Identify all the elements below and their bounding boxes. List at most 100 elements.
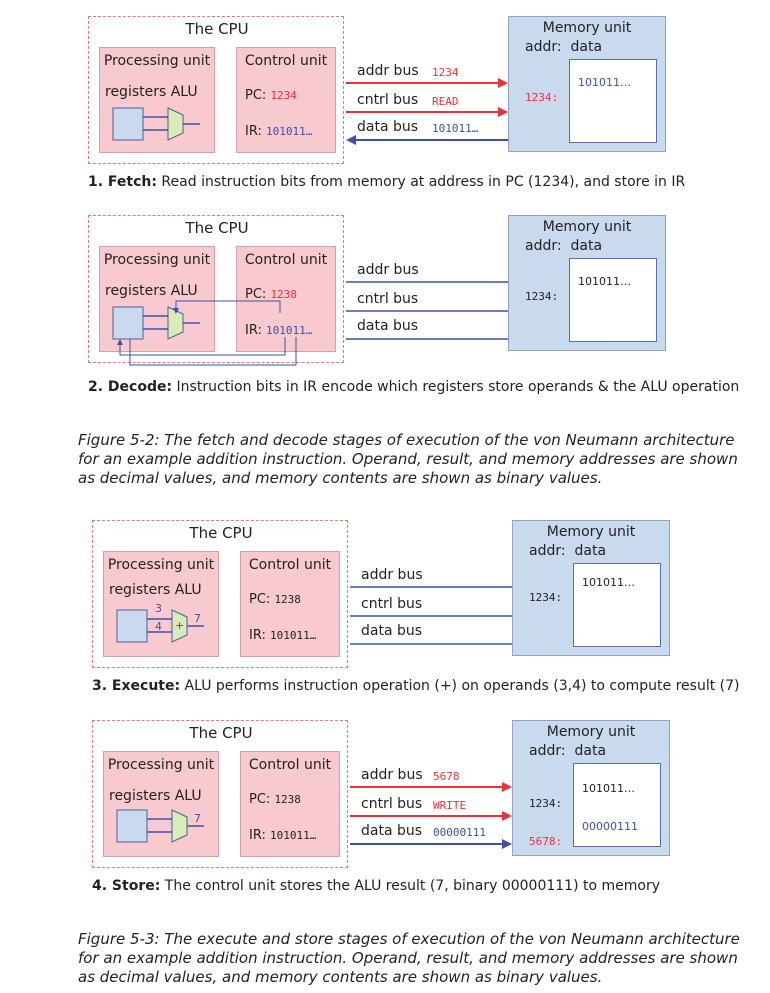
alu-output: 7 bbox=[194, 812, 201, 825]
pc-value: 1234 bbox=[270, 89, 297, 102]
memory-header: addr: data bbox=[525, 238, 603, 254]
ir-register: IR: 101011… bbox=[249, 628, 317, 643]
addr-bus-value: 5678 bbox=[433, 770, 460, 783]
addr-bus-label: addr bus bbox=[357, 63, 419, 79]
registers-alu-label: registers ALU bbox=[105, 84, 198, 100]
cpu-title: The CPU bbox=[185, 219, 249, 237]
memory-header: addr: data bbox=[525, 39, 603, 55]
memory-header: addr: data bbox=[529, 543, 607, 559]
execute-caption: 3. Execute: ALU performs instruction ope… bbox=[92, 678, 740, 694]
memory-address: 1234: bbox=[525, 91, 559, 104]
cpu-title: The CPU bbox=[185, 20, 249, 38]
pc-value: 1238 bbox=[274, 793, 301, 806]
control-unit: Control unit PC: 1234 IR: 101011… bbox=[236, 47, 336, 153]
store-stage: The CPU Processing unit registers ALU Co… bbox=[0, 720, 770, 910]
memory-unit: Memory unit addr: data 101011… 00000111 … bbox=[512, 720, 670, 856]
data-bus-arrow-icon bbox=[346, 135, 356, 145]
cntrl-bus-label: cntrl bus bbox=[361, 596, 423, 612]
pc-value: 1238 bbox=[274, 593, 301, 606]
memory-header: addr: data bbox=[529, 743, 607, 759]
decode-stage: The CPU Processing unit registers ALU Co… bbox=[0, 215, 770, 405]
data-bus-label: data bus bbox=[361, 823, 423, 839]
ir-to-alu-line bbox=[175, 300, 281, 313]
execute-wires bbox=[116, 586, 512, 645]
registers-alu-label: registers ALU bbox=[109, 788, 202, 804]
decode-caption: 2. Decode: Instruction bits in IR encode… bbox=[88, 379, 740, 395]
processing-unit: Processing unit registers ALU bbox=[103, 751, 219, 857]
ir-value: 101011… bbox=[266, 125, 313, 138]
cntrl-bus-arrow-icon bbox=[502, 811, 512, 821]
alu-output: 7 bbox=[194, 612, 201, 625]
pc-register: PC: 1238 bbox=[249, 792, 301, 807]
addr-bus-value: 1234 bbox=[432, 66, 459, 79]
processing-unit-title: Processing unit bbox=[107, 557, 215, 573]
ir-register: IR: 101011… bbox=[249, 828, 317, 843]
memory-unit-title: Memory unit bbox=[542, 219, 632, 235]
fetch-caption: 1. Fetch: Read instruction bits from mem… bbox=[88, 174, 686, 190]
data-bus-label: data bus bbox=[357, 318, 419, 334]
memory-unit-title: Memory unit bbox=[546, 524, 636, 540]
control-unit-title: Control unit bbox=[248, 757, 332, 773]
alu-input-b: 4 bbox=[155, 620, 162, 633]
cpu-title: The CPU bbox=[189, 724, 253, 742]
cntrl-bus-label: cntrl bus bbox=[357, 92, 419, 108]
control-unit-title: Control unit bbox=[244, 252, 328, 268]
processing-unit-title: Processing unit bbox=[103, 53, 211, 69]
register-file-icon bbox=[116, 609, 148, 643]
fetch-stage: The CPU Processing unit registers ALU Co… bbox=[0, 16, 770, 206]
control-unit: Control unit PC: 1238 IR: 101011… bbox=[240, 551, 340, 657]
alu-input-a: 3 bbox=[155, 602, 162, 615]
arrow-down-icon bbox=[173, 308, 179, 314]
memory-address: 5678: bbox=[529, 835, 563, 848]
arrow-up-icon bbox=[117, 339, 123, 345]
decode-wires bbox=[112, 281, 508, 366]
processing-unit: Processing unit registers ALU bbox=[103, 551, 219, 657]
register-file-icon bbox=[112, 107, 144, 141]
control-unit-title: Control unit bbox=[244, 53, 328, 69]
cpu-box: The CPU Processing unit registers ALU Co… bbox=[88, 16, 344, 164]
ir-to-registers-line bbox=[119, 337, 286, 356]
memory-data: 101011… bbox=[582, 782, 635, 795]
cpu-box: The CPU Processing unit registers ALU Co… bbox=[88, 215, 344, 363]
control-unit-title: Control unit bbox=[248, 557, 332, 573]
memory-cells: 101011… bbox=[569, 59, 657, 143]
memory-unit: Memory unit addr: data 101011… 1234: bbox=[508, 16, 666, 152]
processing-unit-title: Processing unit bbox=[103, 252, 211, 268]
fetch-wires bbox=[112, 78, 508, 145]
memory-address: 1234: bbox=[529, 591, 563, 604]
alu-icon bbox=[171, 809, 188, 843]
memory-unit-title: Memory unit bbox=[546, 724, 636, 740]
data-bus-label: data bus bbox=[357, 119, 419, 135]
addr-bus-label: addr bus bbox=[361, 767, 423, 783]
register-file-icon bbox=[112, 306, 144, 340]
memory-cells: 101011… bbox=[573, 563, 661, 647]
cpu-box: The CPU Processing unit registers ALU Co… bbox=[92, 520, 348, 668]
control-unit: Control unit PC: 1238 IR: 101011… bbox=[236, 246, 336, 352]
alu-icon bbox=[167, 107, 184, 141]
data-bus-arrow-icon bbox=[502, 839, 512, 849]
register-file-icon bbox=[116, 809, 148, 843]
pc-register: PC: 1238 bbox=[245, 287, 297, 302]
figure-5-2-caption: Figure 5-2: The fetch and decode stages … bbox=[78, 431, 738, 487]
addr-bus-arrow-icon bbox=[502, 782, 512, 792]
pc-register: PC: 1238 bbox=[249, 592, 301, 607]
ir-register: IR: 101011… bbox=[245, 323, 313, 338]
memory-data: 00000111 bbox=[582, 820, 638, 833]
memory-unit: Memory unit addr: data 101011… 1234: bbox=[508, 215, 666, 351]
processing-unit-title: Processing unit bbox=[107, 757, 215, 773]
store-wires bbox=[116, 782, 512, 849]
execute-stage: The CPU Processing unit registers ALU Co… bbox=[0, 520, 770, 710]
memory-address: 1234: bbox=[525, 290, 559, 303]
registers-alu-label: registers ALU bbox=[109, 582, 202, 598]
cntrl-bus-label: cntrl bus bbox=[361, 796, 423, 812]
data-bus-value: 00000111 bbox=[433, 826, 486, 839]
alu-operation: + bbox=[175, 619, 185, 632]
ir-register: IR: 101011… bbox=[245, 124, 313, 139]
memory-data: 101011… bbox=[578, 275, 631, 288]
cpu-box: The CPU Processing unit registers ALU Co… bbox=[92, 720, 348, 868]
cntrl-bus-value: READ bbox=[432, 95, 459, 108]
store-caption: 4. Store: The control unit stores the AL… bbox=[92, 878, 660, 894]
addr-bus-label: addr bus bbox=[361, 567, 423, 583]
ir-value: 101011… bbox=[266, 324, 313, 337]
ir-value: 101011… bbox=[270, 629, 317, 642]
